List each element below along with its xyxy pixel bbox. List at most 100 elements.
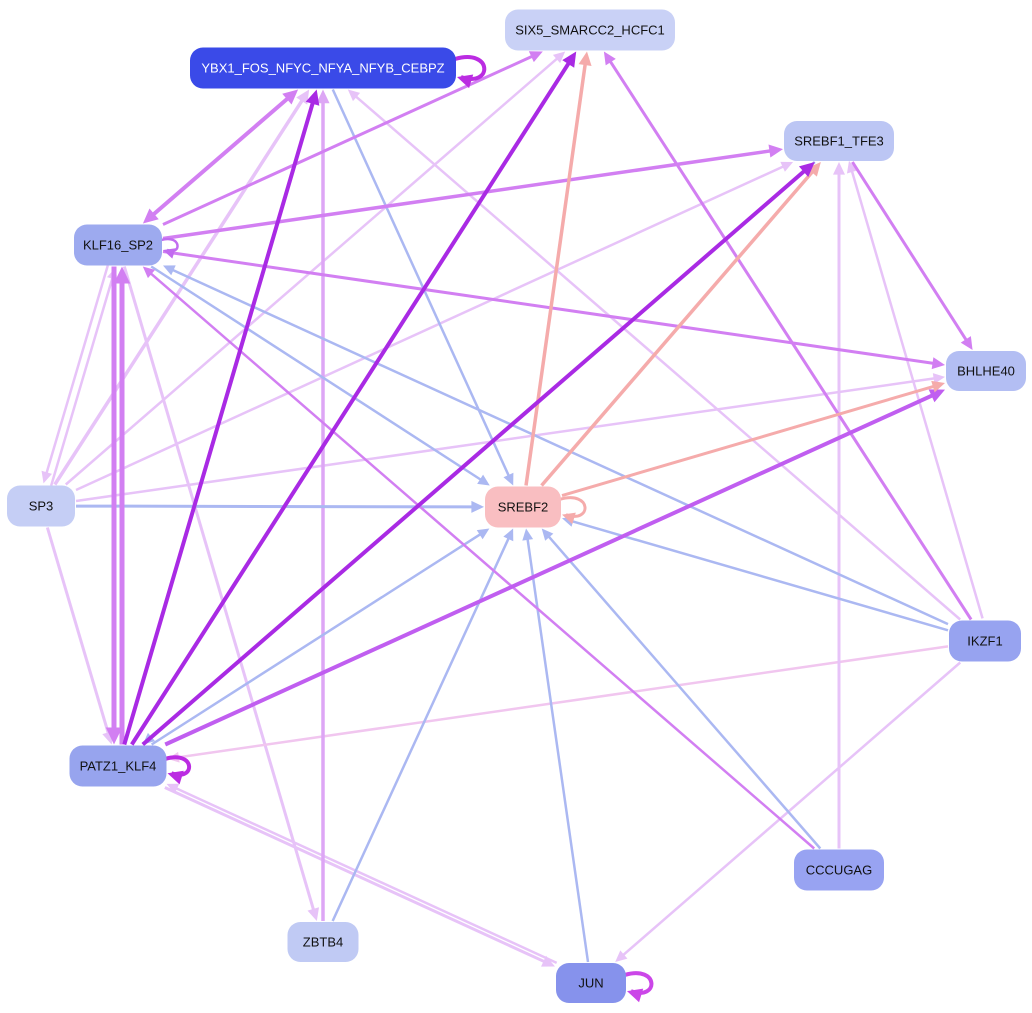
node-KLF16[interactable]: KLF16_SP2 [74, 224, 162, 266]
arrowhead-icon [347, 89, 361, 102]
edge-SP3-SREBF2[interactable] [75, 500, 484, 513]
edge-PATZ1-JUN[interactable] [164, 786, 555, 967]
node-shape[interactable] [794, 849, 884, 891]
edge-IKZF1-JUN[interactable] [615, 661, 962, 963]
edge-JUN-SREBF2[interactable] [522, 528, 590, 963]
arrowhead-icon [307, 907, 320, 921]
edge-SREBF2-SREBF1[interactable] [540, 162, 821, 487]
edge-PATZ1-YBX1[interactable] [122, 89, 320, 746]
edge-KLF16-ZBTB4[interactable] [122, 266, 320, 922]
node-shape[interactable] [556, 963, 626, 1003]
arrowhead-icon [541, 955, 555, 967]
node-shape[interactable] [949, 620, 1021, 662]
arrowhead-icon [780, 161, 794, 172]
edge-KLF16-SREBF1[interactable] [162, 144, 783, 241]
edge-IKZF1-KLF16[interactable] [163, 265, 949, 626]
arrowhead-icon [41, 470, 52, 484]
arrowhead-icon [552, 51, 566, 64]
edge-KLF16-KLF16[interactable] [160, 237, 179, 259]
edge-SP3-YBX1[interactable] [53, 89, 310, 486]
node-shape[interactable] [74, 224, 162, 266]
arrowhead-icon [316, 89, 330, 104]
edge-SREBF2-SIX5[interactable] [524, 51, 592, 486]
edge-CCCUGAG-SREBF2[interactable] [541, 528, 822, 850]
arrowhead-icon [833, 162, 845, 175]
edge-SP3-KLF16[interactable] [49, 267, 118, 486]
node-shape[interactable] [7, 485, 75, 527]
arrowhead-icon [798, 162, 815, 178]
edge-JUN-JUN[interactable] [624, 971, 654, 1003]
arrowhead-icon [503, 528, 514, 542]
edge-SREBF2-SREBF2[interactable] [559, 496, 587, 525]
edge-YBX1-SREBF2[interactable] [331, 88, 514, 486]
arrowhead-icon [296, 89, 310, 105]
edge-YBX1-YBX1[interactable] [454, 55, 487, 89]
edge-PATZ1-KLF16[interactable] [113, 266, 131, 745]
node-ZBTB4[interactable]: ZBTB4 [287, 922, 359, 962]
node-shape[interactable] [485, 486, 561, 528]
node-IKZF1[interactable]: IKZF1 [949, 620, 1021, 662]
edge-IKZF1-YBX1[interactable] [347, 89, 961, 621]
edge-SP3-BHLHE40[interactable] [75, 373, 945, 503]
arrowhead-icon [471, 500, 484, 513]
node-shape[interactable] [190, 47, 456, 89]
edge-KLF16-SP3[interactable] [41, 265, 110, 484]
arrowhead-icon [105, 727, 123, 745]
arrowhead-icon [163, 248, 176, 259]
edges-layer [41, 51, 984, 1003]
node-SREBF1[interactable]: SREBF1_TFE3 [784, 121, 894, 161]
node-shape[interactable] [69, 745, 167, 787]
arrowhead-icon [163, 265, 176, 276]
edge-SREBF2-BHLHE40[interactable] [561, 380, 945, 497]
edge-PATZ1-PATZ1[interactable] [164, 755, 192, 785]
edge-KLF16-PATZ1[interactable] [105, 266, 123, 745]
edge-JUN-PATZ1[interactable] [166, 783, 558, 964]
node-shape[interactable] [946, 351, 1026, 391]
arrowhead-icon [562, 512, 576, 525]
arrowhead-icon [167, 770, 184, 785]
arrowhead-icon [477, 474, 490, 486]
edge-IKZF1-SREBF2[interactable] [562, 516, 949, 632]
edge-IKZF1-SIX5[interactable] [603, 51, 973, 621]
node-shape[interactable] [505, 9, 675, 51]
edge-KLF16-SIX5[interactable] [162, 51, 543, 226]
node-JUN[interactable]: JUN [556, 963, 626, 1003]
node-SIX5[interactable]: SIX5_SMARCC2_HCFC1 [505, 9, 675, 51]
node-shape[interactable] [287, 922, 359, 962]
arrowhead-icon [282, 89, 299, 105]
arrowhead-icon [305, 89, 320, 106]
arrowhead-icon [562, 51, 577, 68]
node-SREBF2[interactable]: SREBF2 [485, 486, 561, 528]
edge-SP3-PATZ1[interactable] [45, 527, 114, 745]
node-shape[interactable] [784, 121, 894, 161]
edge-PATZ1-SREBF1[interactable] [141, 162, 815, 747]
edge-SP3-SREBF1[interactable] [75, 161, 794, 492]
edge-ZBTB4-SREBF2[interactable] [331, 528, 514, 922]
arrowhead-icon [142, 208, 159, 224]
arrowhead-icon [928, 389, 945, 403]
node-YBX1[interactable]: YBX1_FOS_NFYC_NFYA_NFYB_CEBPZ [190, 47, 456, 89]
node-PATZ1[interactable]: PATZ1_KLF4 [69, 745, 167, 787]
arrowhead-icon [142, 266, 156, 279]
arrowhead-icon [931, 357, 945, 370]
edge-KLF16-YBX1[interactable] [142, 89, 299, 224]
edge-SP3-SIX5[interactable] [64, 51, 566, 486]
arrowhead-icon [113, 266, 131, 284]
edge-PATZ1-SREBF2[interactable] [150, 528, 490, 746]
node-CCCUGAG[interactable]: CCCUGAG [794, 849, 884, 891]
arrowhead-icon [166, 783, 180, 794]
edge-CCCUGAG-SREBF1[interactable] [833, 162, 845, 849]
edge-KLF16-SREBF2[interactable] [150, 265, 490, 486]
node-SP3[interactable]: SP3 [7, 485, 75, 527]
arrowhead-icon [578, 51, 592, 66]
edge-PATZ1-SIX5[interactable] [130, 51, 577, 746]
edge-PATZ1-BHLHE40[interactable] [164, 389, 945, 747]
arrowhead-icon [528, 51, 543, 63]
edge-SREBF1-BHLHE40[interactable] [851, 161, 973, 350]
node-BHLHE40[interactable]: BHLHE40 [946, 351, 1026, 391]
edge-CCCUGAG-KLF16[interactable] [142, 266, 816, 850]
edge-ZBTB4-YBX1[interactable] [316, 89, 330, 922]
edge-IKZF1-SREBF1[interactable] [846, 160, 984, 619]
